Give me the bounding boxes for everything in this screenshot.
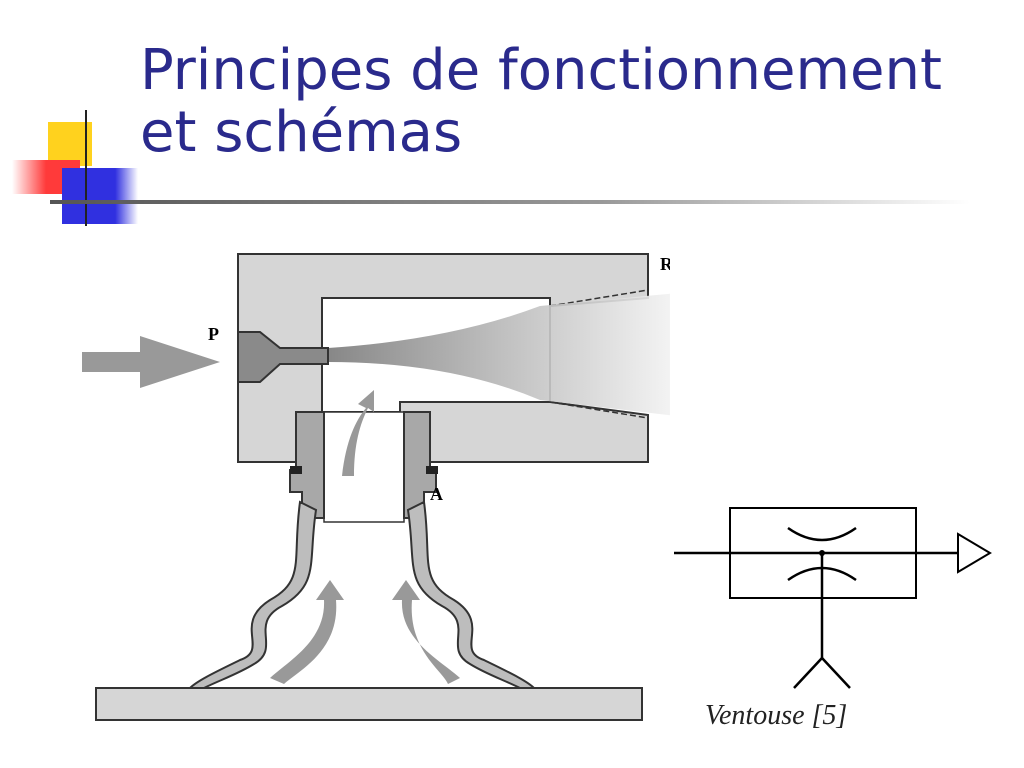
suction-port: [323, 411, 405, 523]
inlet-arrow-icon: [82, 336, 220, 388]
air-jet: [328, 293, 670, 416]
title-underline: [50, 200, 970, 204]
symbol-cup-icon: [793, 656, 851, 689]
label-p: P: [208, 324, 219, 344]
suction-arrow-up-right: [392, 580, 460, 684]
workpiece-surface: [95, 687, 643, 721]
title-decoration: [12, 110, 970, 226]
nozzle: [237, 331, 329, 383]
deco-blue-square: [62, 168, 138, 224]
deco-yellow-square: [48, 122, 92, 166]
suction-arrow-up-left: [270, 580, 344, 684]
venturi-suction-cup-diagram: P R A: [82, 253, 670, 721]
label-a: A: [430, 484, 443, 504]
title-line-2: et schémas: [140, 100, 463, 165]
suction-cup-symbol: [674, 507, 992, 689]
symbol-caption: Ventouse [5]: [705, 700, 848, 731]
symbol-restriction-upper: [787, 526, 857, 542]
symbol-exhaust-triangle-icon: [957, 532, 992, 574]
label-r: R: [660, 254, 670, 274]
title-line-1: Principes de fonctionnement: [140, 38, 942, 103]
flow-arrow-up-center: [342, 390, 374, 476]
page-title: Principes de fonctionnement et schémas: [140, 40, 942, 164]
suction-cup-right-wall: [406, 500, 537, 689]
